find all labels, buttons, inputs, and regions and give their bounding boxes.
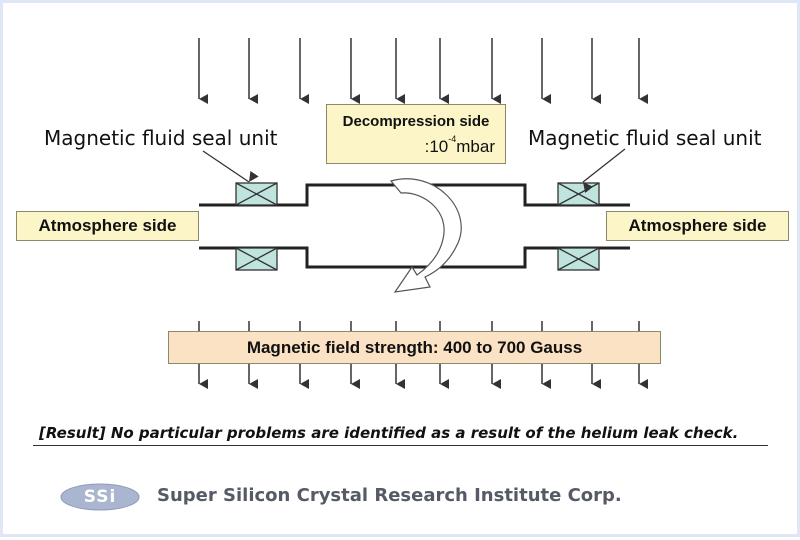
seal-unit-left-bottom bbox=[235, 247, 278, 271]
result-tag: [Result] bbox=[39, 424, 106, 442]
pressure-unit: mbar bbox=[456, 137, 495, 156]
result-text: No particular problems are identified as… bbox=[105, 424, 739, 442]
seal-label-right: Magnetic fluid seal unit bbox=[528, 126, 762, 150]
seal-label-left: Magnetic fluid seal unit bbox=[44, 126, 278, 150]
top-field-arrows bbox=[198, 38, 648, 104]
leader-right bbox=[582, 148, 626, 193]
field-strength-label: Magnetic field strength: 400 to 700 Gaus… bbox=[168, 331, 661, 364]
seal-unit-left-top bbox=[235, 182, 278, 206]
pressure-exponent: -4 bbox=[448, 134, 457, 145]
leader-lines bbox=[202, 148, 626, 193]
flow-arrow-body bbox=[389, 178, 462, 293]
decompression-title: Decompression side bbox=[342, 113, 490, 130]
seal-unit-right-top bbox=[557, 182, 600, 206]
flow-arrow bbox=[389, 178, 462, 293]
pressure-value: :10-4mbar bbox=[424, 134, 495, 157]
ssi-logo: SSi bbox=[60, 483, 140, 511]
company-name: Super Silicon Crystal Research Institute… bbox=[157, 485, 622, 506]
atmosphere-label-left: Atmosphere side bbox=[16, 211, 199, 241]
atmosphere-label-right: Atmosphere side bbox=[606, 211, 789, 241]
logo-text: SSi bbox=[83, 487, 117, 507]
pipe-lower-wall bbox=[199, 246, 630, 269]
seal-unit-right-bottom bbox=[557, 247, 600, 271]
leader-left bbox=[202, 150, 259, 183]
helium-leak-diagram bbox=[198, 38, 648, 389]
logo-ellipse-icon bbox=[60, 483, 140, 511]
pressure-prefix: :10 bbox=[424, 137, 449, 156]
seal-units bbox=[235, 182, 600, 271]
result-note: [Result] No particular problems are iden… bbox=[39, 424, 763, 442]
decompression-label: Decompression side :10-4mbar bbox=[326, 104, 506, 164]
result-divider bbox=[33, 445, 768, 446]
